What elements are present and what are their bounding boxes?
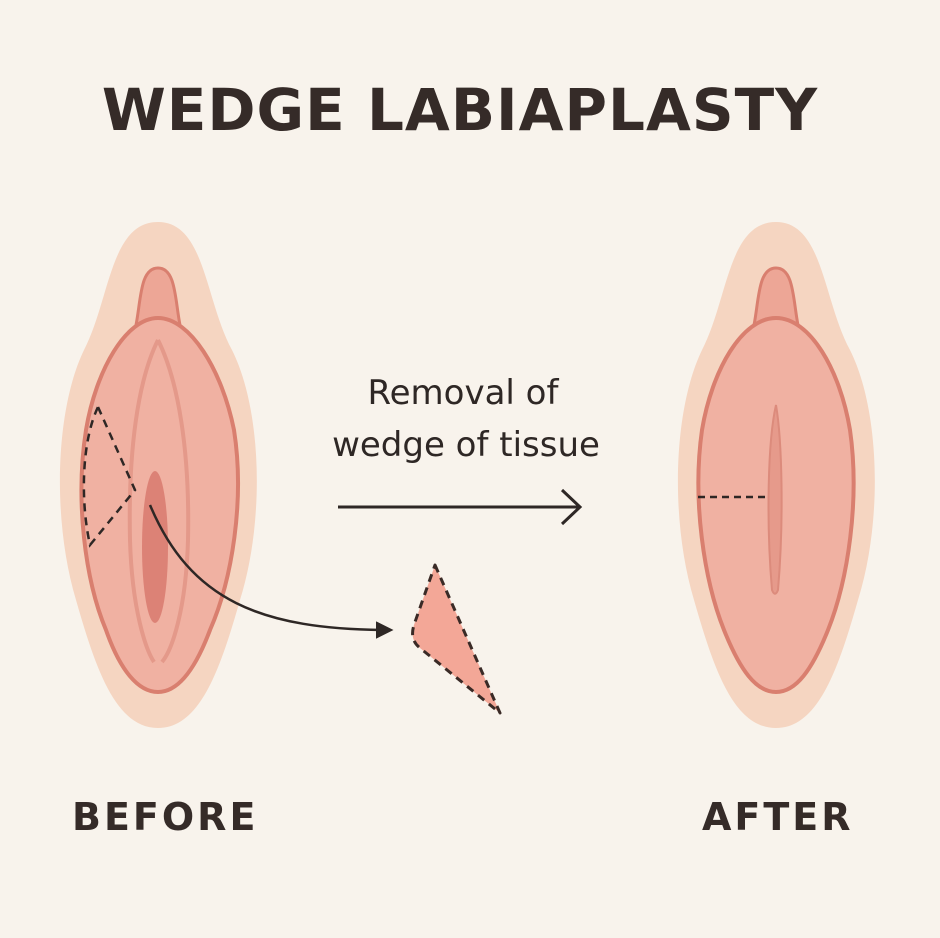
after-label: AFTER <box>702 795 854 839</box>
removed-wedge <box>411 563 502 715</box>
caption-line1: Removal of <box>368 373 560 413</box>
before-opening <box>142 471 168 623</box>
removal-arrow <box>148 504 394 639</box>
arrow-right-icon <box>338 488 583 526</box>
after-slit <box>767 404 783 595</box>
after-illustration <box>677 222 875 728</box>
before-illustration <box>59 222 394 728</box>
page-title: WEDGE LABIAPLASTY <box>102 76 818 144</box>
before-labia-minora <box>127 339 191 664</box>
before-wedge-outline <box>82 404 137 548</box>
caption-line2: wedge of tissue <box>332 425 600 465</box>
before-label: BEFORE <box>72 795 258 839</box>
